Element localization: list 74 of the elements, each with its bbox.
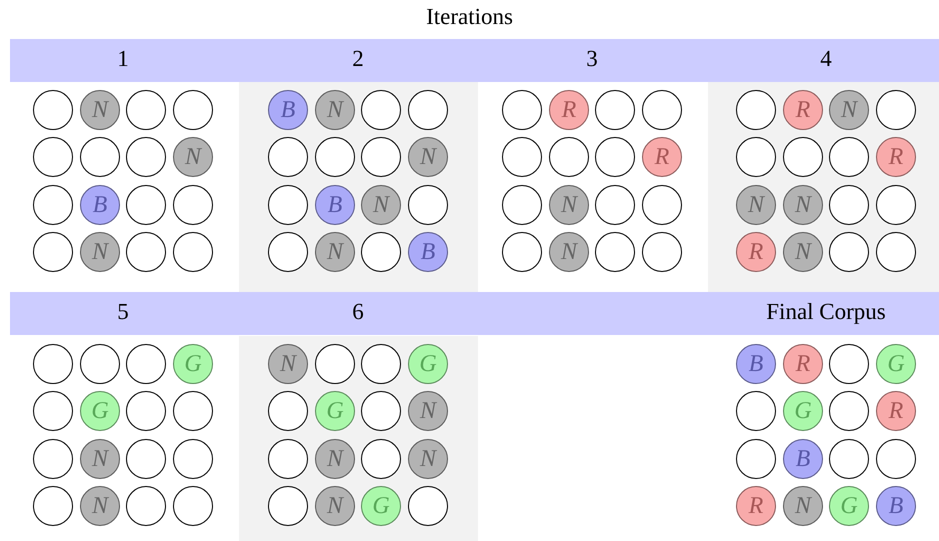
empty-circle	[502, 137, 542, 177]
empty-circle	[126, 344, 166, 384]
empty-circle	[173, 90, 213, 130]
empty-circle	[876, 439, 916, 479]
token-circle: N	[549, 185, 589, 225]
empty-circle	[126, 486, 166, 526]
empty-circle	[33, 391, 73, 431]
empty-circle	[829, 344, 869, 384]
empty-circle	[502, 185, 542, 225]
empty-circle	[126, 137, 166, 177]
empty-circle	[595, 185, 635, 225]
token-circle: N	[173, 137, 213, 177]
token-circle: N	[80, 486, 120, 526]
token-circle: N	[80, 232, 120, 272]
empty-circle	[736, 439, 776, 479]
header-band	[10, 292, 939, 335]
empty-circle	[595, 90, 635, 130]
empty-circle	[173, 439, 213, 479]
empty-circle	[33, 185, 73, 225]
empty-circle	[80, 344, 120, 384]
token-circle: R	[642, 137, 682, 177]
token-circle: G	[783, 391, 823, 431]
empty-circle	[126, 232, 166, 272]
empty-circle	[33, 486, 73, 526]
empty-circle	[33, 90, 73, 130]
column-heading: 5	[117, 299, 129, 325]
empty-circle	[126, 391, 166, 431]
empty-circle	[642, 232, 682, 272]
token-circle: G	[80, 391, 120, 431]
empty-circle	[126, 185, 166, 225]
empty-circle	[33, 232, 73, 272]
empty-circle	[549, 137, 589, 177]
empty-circle	[173, 486, 213, 526]
empty-circle	[173, 185, 213, 225]
token-circle: N	[80, 439, 120, 479]
empty-circle	[829, 391, 869, 431]
column-heading: 1	[117, 46, 129, 72]
empty-circle	[173, 391, 213, 431]
token-circle: B	[80, 185, 120, 225]
token-circle: B	[876, 486, 916, 526]
column-heading: 6	[352, 299, 364, 325]
empty-circle	[126, 439, 166, 479]
token-circle: R	[876, 391, 916, 431]
token-circle: R	[783, 344, 823, 384]
empty-circle	[33, 137, 73, 177]
token-circle: G	[173, 344, 213, 384]
column-heading: 4	[820, 46, 832, 72]
token-circle: B	[736, 344, 776, 384]
empty-circle	[502, 232, 542, 272]
empty-circle	[33, 439, 73, 479]
empty-circle	[126, 90, 166, 130]
empty-circle	[642, 185, 682, 225]
token-circle: N	[783, 486, 823, 526]
token-circle: R	[549, 90, 589, 130]
empty-circle	[502, 90, 542, 130]
title: Iterations	[425, 4, 514, 30]
empty-circle	[595, 137, 635, 177]
token-circle: R	[736, 486, 776, 526]
column-heading: 2	[352, 46, 364, 72]
token-circle: N	[80, 90, 120, 130]
empty-circle	[595, 232, 635, 272]
token-circle: G	[876, 344, 916, 384]
empty-circle	[736, 391, 776, 431]
column-heading: Final Corpus	[766, 299, 886, 325]
empty-circle	[33, 344, 73, 384]
empty-circle	[829, 439, 869, 479]
token-circle: G	[829, 486, 869, 526]
empty-circle	[173, 232, 213, 272]
header-band	[10, 39, 939, 82]
empty-circle	[642, 90, 682, 130]
empty-circle	[80, 137, 120, 177]
token-circle: B	[783, 439, 823, 479]
token-circle: N	[549, 232, 589, 272]
column-heading: 3	[586, 46, 598, 72]
